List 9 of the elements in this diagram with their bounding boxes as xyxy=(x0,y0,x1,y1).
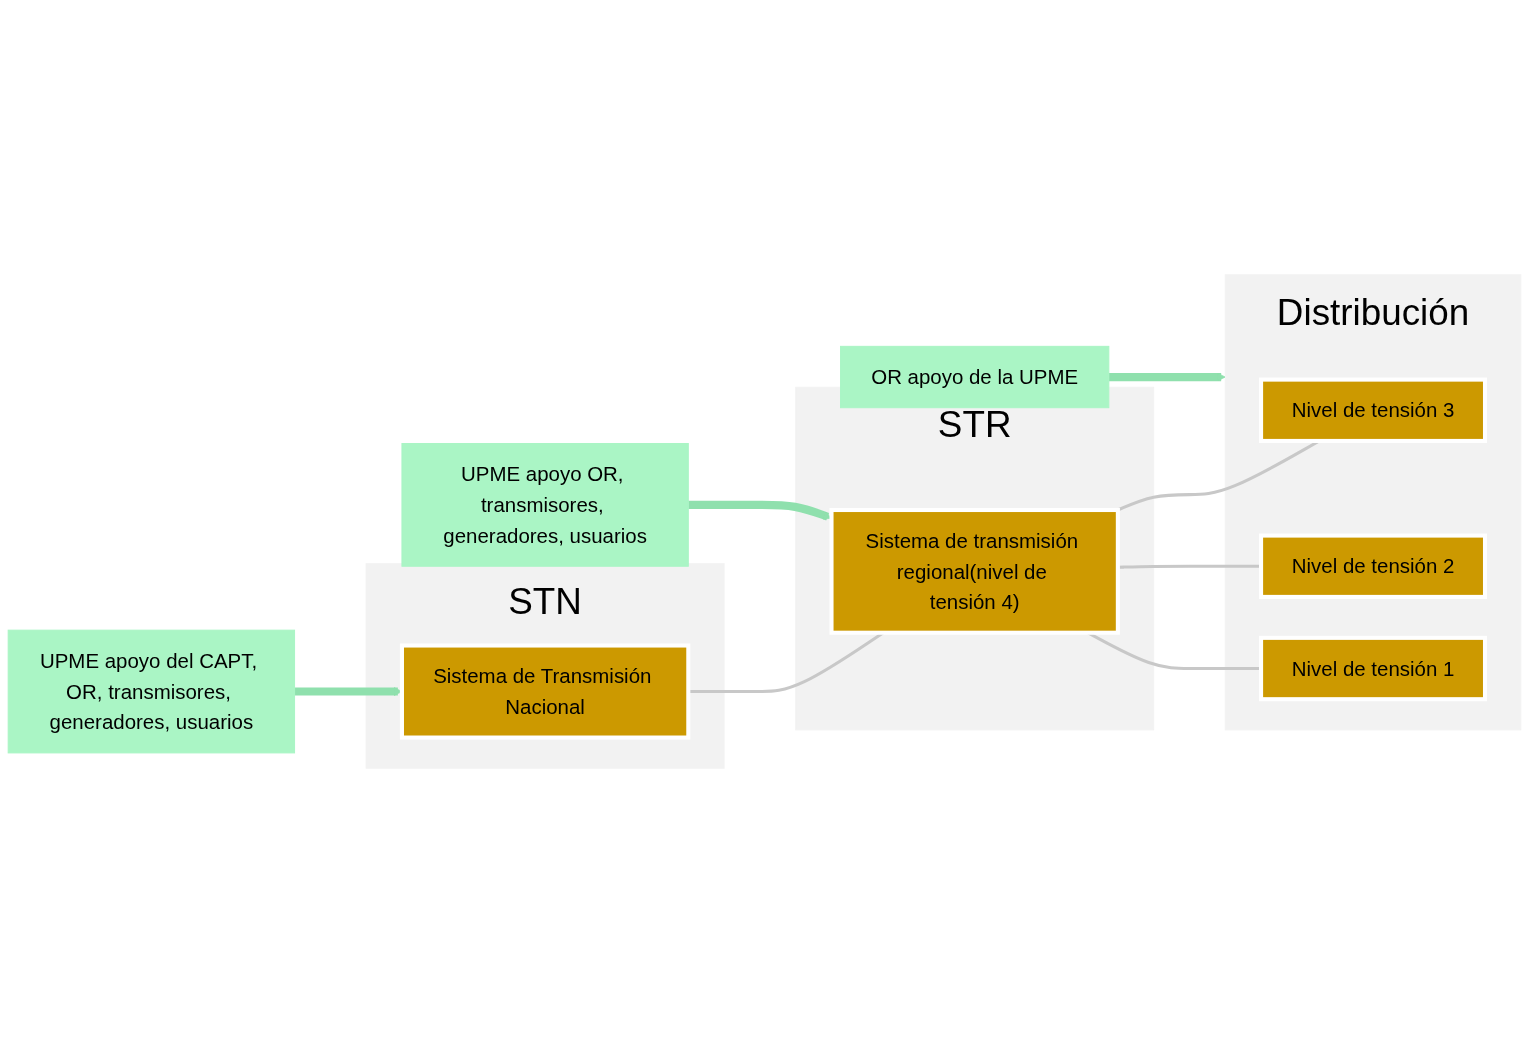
node-box: Sistema de Transmisión Nacional xyxy=(399,643,691,740)
node-box: OR apoyo de la UPME xyxy=(840,345,1110,409)
arrow xyxy=(1108,372,1226,382)
node-box: Nivel de tensión 2 xyxy=(1259,533,1488,599)
node-box: UPME apoyo del CAPT, OR, transmisores, generadores, usuarios xyxy=(7,629,296,754)
node-box: UPME apoyo OR, transmisores, generadores, usuarios xyxy=(401,443,689,567)
node-box: Sistema de transmisión regional(nivel de tensión 4) xyxy=(829,507,1120,635)
node-box: Nivel de tensión 3 xyxy=(1259,377,1488,443)
node-box: Nivel de tensión 1 xyxy=(1259,635,1488,702)
